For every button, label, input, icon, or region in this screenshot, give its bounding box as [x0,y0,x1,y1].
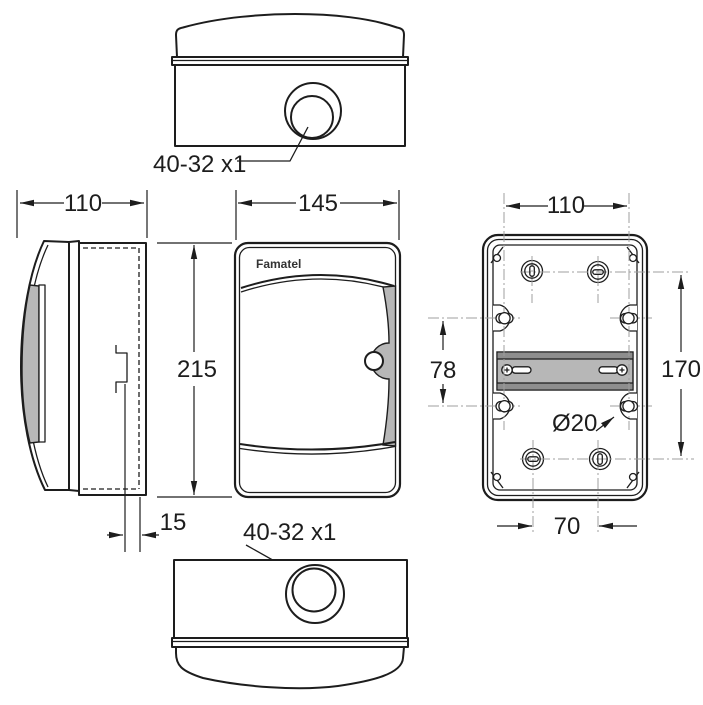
rail-slot [598,366,619,374]
side-view-din-rail-profile [115,345,128,393]
dim-keyhole-diameter: Ø20 [552,410,615,437]
side-view-hidden-lines [83,247,140,490]
slot-vertical [529,265,535,277]
dim-height-value: 215 [177,356,217,383]
side-view-hinge-strip [68,240,80,492]
bottom-view: 40-32 x1 [171,519,409,690]
top-knockout-label: 40-32 x1 [153,151,246,178]
slot-horizontal [527,456,539,462]
dim-keyhole-diameter-value: Ø20 [552,410,597,437]
bottom-knockout-callout: 40-32 x1 [243,519,336,582]
bottom-view-collar [171,637,409,648]
dim-back-mount-width-value: 110 [547,192,585,219]
dim-knockout-col-spacing: 70 [497,513,637,540]
dim-rear-depth-value: 15 [160,509,187,536]
slot-horizontal [592,269,604,275]
top-view: 40-32 x1 [153,13,409,178]
dim-knockout-col-spacing-value: 70 [554,513,581,540]
top-view-lid [175,13,405,58]
back-view [428,193,694,533]
dim-front-width: 145 [235,190,400,240]
slot-vertical [597,453,603,465]
top-knockout-callout: 40-32 x1 [153,126,309,178]
dim-keyhole-spacing: 78 [430,321,457,403]
dim-front-width-value: 145 [298,190,338,217]
rail-slot [511,366,532,374]
leader-line [237,126,309,162]
keyhole [622,311,635,325]
side-view-window-gap [38,284,46,443]
screw-hole [492,472,502,482]
bottom-knockout-label: 40-32 x1 [243,519,336,546]
bottom-view-lid [175,646,405,690]
side-view [20,240,147,552]
back-view-inner-panel [492,244,638,491]
screw-hole [492,253,502,263]
brand-logo: Famatel [256,257,301,271]
screw-hole [628,253,638,263]
bottom-knockout-hole [285,564,345,624]
door-lock [364,351,384,371]
top-knockout-hole [284,82,342,140]
front-view: Famatel [233,241,402,499]
corner-screws [490,246,640,489]
dim-knockout-row-spacing: 170 [661,275,701,456]
dim-side-width-value: 110 [64,190,102,217]
screw-hole [628,472,638,482]
keyhole [498,311,511,325]
dim-side-width: 110 [16,190,148,238]
dim-rear-depth: 15 [107,509,187,539]
side-view-base-body [78,242,147,496]
keyholes [495,311,639,413]
din-rail [496,351,634,391]
side-view-window-edge [21,284,40,444]
dim-keyhole-spacing-value: 78 [430,357,457,384]
knockout-details [524,263,608,467]
dim-knockout-row-spacing-value: 170 [661,356,701,383]
keyhole [498,399,511,413]
leader-arrow [595,416,615,432]
keyhole [622,399,635,413]
dim-back-mount-width: 110 [506,192,627,219]
dim-height: 215 [157,242,232,498]
